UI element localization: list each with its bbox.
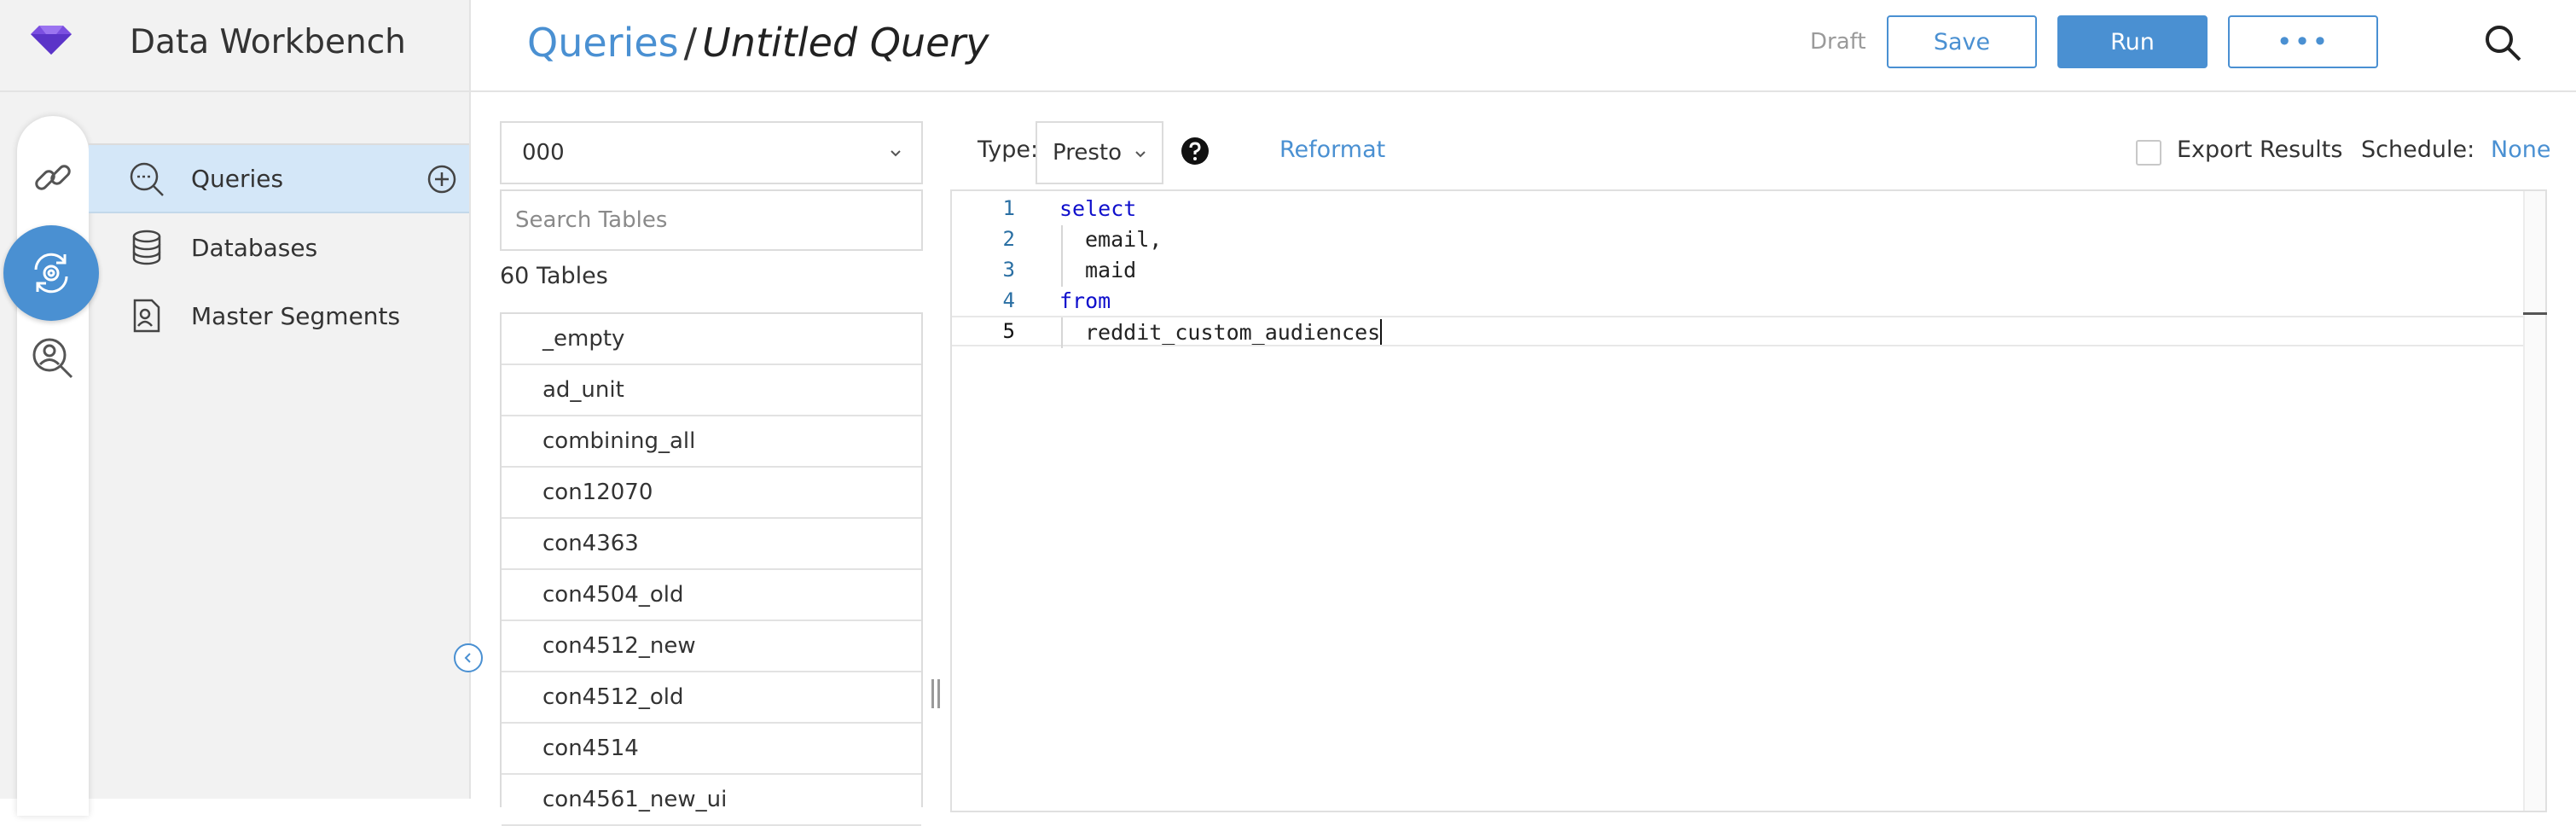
panel-resize-handle[interactable] (930, 679, 942, 708)
search-icon (130, 162, 164, 196)
code-text-line: reddit_custom_audiences (1085, 319, 1383, 345)
line-number: 2 (1002, 227, 1015, 251)
table-row[interactable]: _empty (502, 314, 921, 365)
code-text: maid (1085, 258, 1137, 282)
sidebar-header: Data Workbench (0, 0, 469, 92)
code-keyword: from (1059, 288, 1111, 313)
sidebar-item-queries[interactable]: Queries (89, 145, 469, 213)
header: Queries/Untitled Query Draft Save Run ••… (471, 0, 2576, 92)
indent-guide (1061, 256, 1063, 287)
schedule-label: Schedule: (2361, 137, 2475, 163)
line-number: 4 (1002, 288, 1015, 312)
collapse-sidebar-button[interactable] (454, 643, 483, 672)
breadcrumb-queries-link[interactable]: Queries (527, 20, 679, 66)
code-line: 2 email, (952, 225, 2525, 256)
app-title: Data Workbench (130, 23, 406, 61)
line-number: 3 (1002, 258, 1015, 282)
table-row[interactable]: con4561_new_ui (502, 775, 921, 826)
query-type-label: Type: (978, 137, 1039, 163)
line-number: 5 (1002, 319, 1015, 343)
table-row[interactable]: con12070 (502, 468, 921, 519)
code-keyword: select (1059, 196, 1137, 221)
chevron-down-icon (1135, 151, 1146, 158)
code-line: 4 from (952, 287, 2525, 317)
chevron-down-icon (891, 150, 901, 157)
code-line: 1 select (952, 195, 2525, 225)
schedule-value-link[interactable]: None (2491, 137, 2551, 163)
run-button[interactable]: Run (2057, 15, 2208, 68)
line-number: 1 (1002, 196, 1015, 220)
code-text: reddit_custom_audiences (1085, 320, 1381, 345)
table-row[interactable]: con4363 (502, 519, 921, 570)
database-select-value: 000 (522, 140, 565, 166)
breadcrumb-separator: / (683, 20, 698, 66)
user-search-icon[interactable] (29, 334, 77, 382)
table-row[interactable]: ad_unit (502, 365, 921, 416)
export-results-label: Export Results (2177, 137, 2343, 163)
reformat-button[interactable]: Reformat (1279, 137, 1386, 163)
table-row[interactable]: con4512_old (502, 672, 921, 724)
save-button[interactable]: Save (1887, 15, 2037, 68)
search-tables-input[interactable] (500, 189, 923, 251)
indent-guide (1061, 225, 1063, 256)
query-type-value: Presto (1053, 140, 1122, 166)
sidebar-item-label: Master Segments (191, 301, 401, 330)
chevron-left-icon (464, 653, 471, 663)
table-row[interactable]: con4504_old (502, 570, 921, 621)
code-text: email, (1085, 227, 1163, 252)
database-icon (132, 230, 161, 265)
icon-rail (17, 116, 89, 816)
sidebar-item-label: Queries (191, 164, 284, 193)
database-select[interactable]: 000 (500, 121, 923, 184)
sidebar-item-master-segments[interactable]: Master Segments (89, 282, 469, 350)
sidebar-item-label: Databases (191, 233, 318, 262)
status-badge: Draft (1810, 29, 1866, 55)
sidebar-item-databases[interactable]: Databases (89, 213, 469, 282)
text-caret (1380, 319, 1383, 345)
table-list: _empty ad_unit combining_all con12070 co… (500, 312, 923, 826)
table-count: 60 Tables (500, 263, 608, 289)
page-title[interactable]: Untitled Query (702, 20, 989, 66)
help-icon[interactable] (1181, 137, 1210, 166)
code-line: 3 maid (952, 256, 2525, 287)
code-line-active: 5 reddit_custom_audiences (952, 316, 2525, 348)
query-type-select[interactable]: Presto (1036, 121, 1163, 184)
scrollbar-cursor-marker (2523, 312, 2547, 315)
breadcrumb: Queries/Untitled Query (527, 17, 989, 68)
sidebar-nav: Queries Databases Master Segments (89, 143, 469, 758)
table-row[interactable]: combining_all (502, 416, 921, 468)
indent-guide (1061, 317, 1063, 348)
more-options-button[interactable]: ••• (2228, 15, 2378, 68)
sql-editor[interactable]: 1 select 2 email, 3 maid 4 from 5 reddit… (950, 189, 2547, 812)
profile-card-icon (133, 299, 160, 333)
editor-scrollbar[interactable] (2523, 191, 2547, 811)
search-icon[interactable] (2482, 22, 2523, 63)
table-row[interactable]: con4512_new (502, 621, 921, 672)
export-results-checkbox[interactable] (2136, 140, 2161, 166)
workbench-gear-icon[interactable] (3, 225, 99, 321)
table-row[interactable]: con4514 (502, 724, 921, 775)
add-query-icon[interactable] (426, 164, 457, 195)
link-icon[interactable] (29, 154, 77, 201)
diamond-logo-icon (31, 26, 72, 55)
sidebar: Data Workbench (0, 0, 471, 816)
